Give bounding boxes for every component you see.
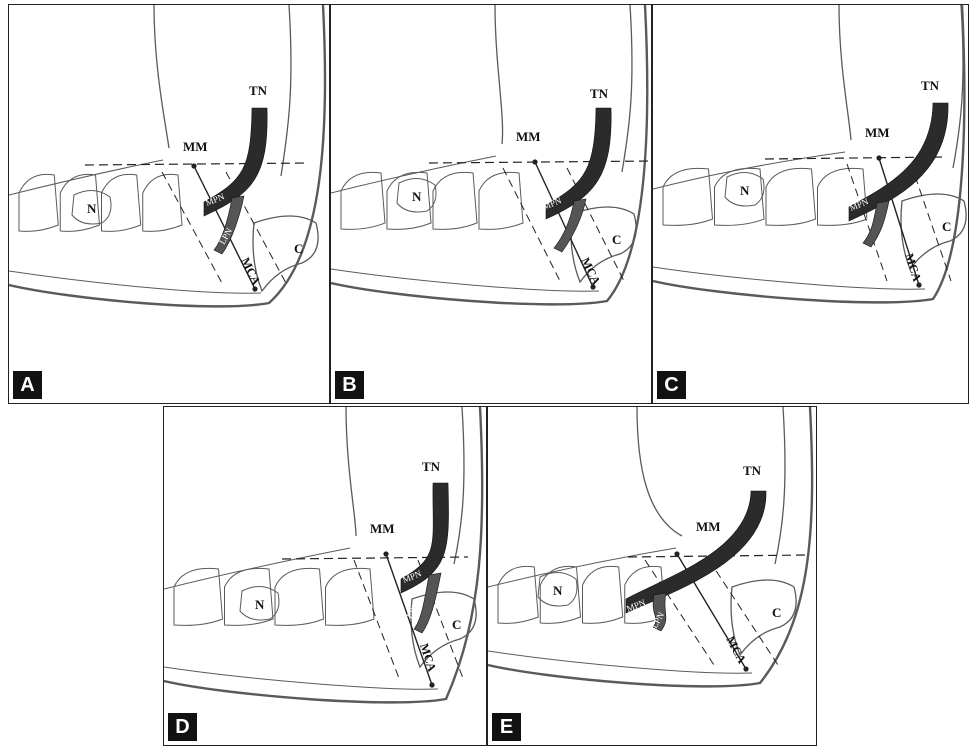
- midfoot-bone: [341, 172, 385, 229]
- navicular-label: N: [740, 183, 750, 198]
- midfoot-bone: [102, 174, 141, 231]
- mca-label: MCA: [238, 255, 263, 287]
- mm-label: MM: [865, 125, 890, 140]
- midfoot-bone: [583, 566, 623, 623]
- ankle-diagram-d: TNMMNCMPNLPNMCA: [164, 407, 487, 746]
- tn-label: TN: [590, 86, 609, 101]
- panel-letter-e: E: [492, 713, 521, 741]
- mm-label: MM: [370, 521, 395, 536]
- tibia-outline: [839, 5, 963, 168]
- midfoot-bone: [479, 172, 523, 229]
- dorsal-line: [331, 156, 496, 193]
- tibia-outline: [495, 5, 632, 172]
- midfoot-bone: [766, 168, 816, 225]
- skin-contour: [488, 407, 812, 686]
- posterior-dashed-line: [503, 168, 561, 283]
- skin-contour: [9, 5, 325, 306]
- tibia-outline: [154, 5, 291, 176]
- tibia-outline: [637, 407, 785, 564]
- mm-point: [383, 551, 388, 556]
- mm-point: [191, 163, 196, 168]
- calcaneus-label: C: [612, 232, 621, 247]
- calcaneal-point: [252, 286, 257, 291]
- calcaneal-point: [916, 282, 921, 287]
- sole-line: [9, 271, 261, 293]
- mm-label: MM: [696, 519, 721, 534]
- navicular-label: N: [412, 189, 422, 204]
- navicular-label: N: [255, 597, 265, 612]
- tibial-nerve: [626, 491, 766, 613]
- sole-line: [331, 269, 599, 291]
- navicular-label: N: [553, 583, 563, 598]
- midfoot-bone: [433, 172, 477, 229]
- panel-letter-c: C: [657, 371, 686, 399]
- tn-label: TN: [743, 463, 762, 478]
- midfoot-bone: [387, 172, 431, 229]
- sole-line: [653, 267, 925, 289]
- mca-label: MCA: [578, 255, 603, 287]
- lpn-label: LPN: [404, 600, 421, 620]
- mca-label: MCA: [417, 642, 439, 674]
- panel-letter-d: D: [168, 713, 197, 741]
- mm-label: MM: [183, 139, 208, 154]
- midfoot-bone: [143, 174, 182, 231]
- sole-line: [164, 667, 438, 689]
- midfoot-bone: [326, 568, 375, 625]
- horizontal-reference-line: [429, 161, 652, 163]
- calcaneal-point: [429, 682, 434, 687]
- calcaneus-label: C: [452, 617, 461, 632]
- panel-letter-a: A: [13, 371, 42, 399]
- navicular-label: N: [87, 201, 97, 216]
- mm-label: MM: [516, 129, 541, 144]
- tn-label: TN: [921, 78, 940, 93]
- midfoot-bone: [818, 168, 868, 225]
- midfoot-bone: [275, 568, 324, 625]
- mm-point: [876, 155, 881, 160]
- tn-label: TN: [249, 83, 268, 98]
- panel-e: TNMMNCMPNLPNMCAE: [487, 406, 817, 746]
- ankle-diagram-e: TNMMNCMPNLPNMCA: [488, 407, 817, 746]
- horizontal-reference-line: [85, 163, 309, 165]
- calcaneal-point: [743, 666, 748, 671]
- tn-label: TN: [422, 459, 441, 474]
- midfoot-bone: [225, 568, 274, 625]
- mm-point: [532, 159, 537, 164]
- midfoot-bone: [498, 566, 538, 623]
- mca-label: MCA: [723, 634, 749, 666]
- mm-point: [674, 551, 679, 556]
- posterior-dashed-line: [354, 560, 400, 681]
- calcaneus-label: C: [294, 241, 303, 256]
- calcaneus-label: C: [942, 219, 951, 234]
- midfoot-bone: [19, 174, 58, 231]
- calcaneus-bone: [571, 207, 636, 282]
- ankle-diagram-b: TNMMNCMPNLPNMCA: [331, 5, 652, 404]
- calcaneus-label: C: [772, 605, 781, 620]
- panel-letter-b: B: [335, 371, 364, 399]
